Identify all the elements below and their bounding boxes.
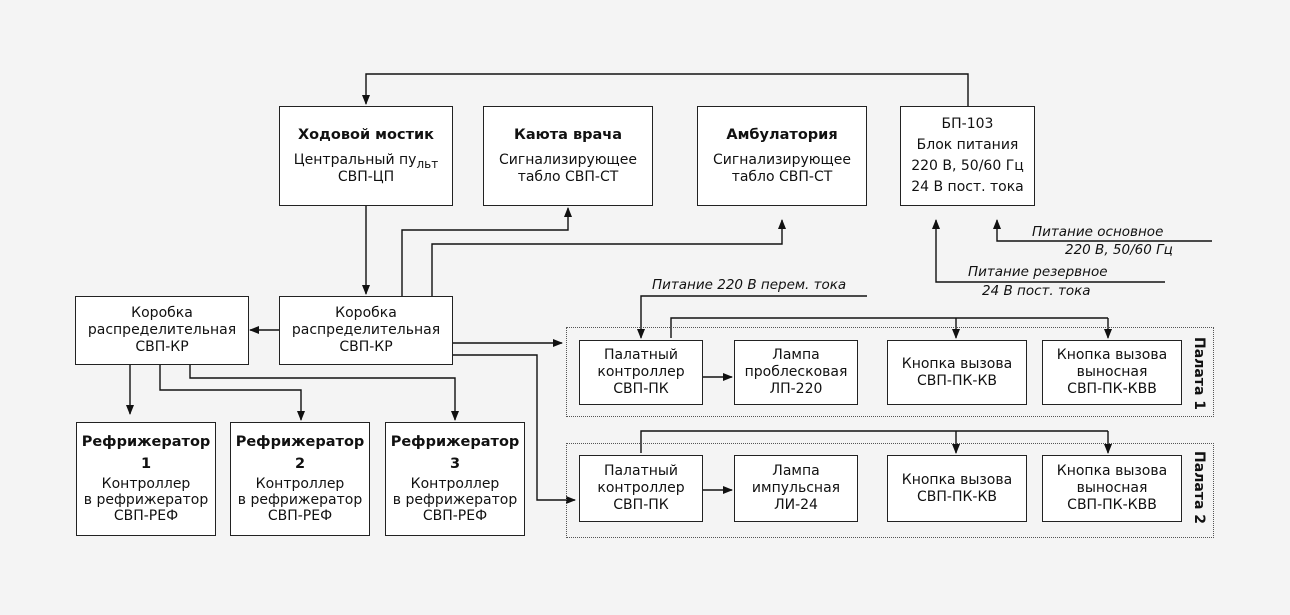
ward-2-lamp: Лампа импульсная ЛИ-24 xyxy=(734,455,858,522)
psu-line1: БП-103 xyxy=(941,116,994,132)
ward-1-lamp-line3: ЛП-220 xyxy=(769,381,823,397)
fridge-2-title: Рефрижератор xyxy=(235,434,365,450)
ward-1-remote-line2: выносная xyxy=(1076,364,1148,380)
ward-2-remote-line3: СВП-ПК-КВВ xyxy=(1067,497,1157,513)
ward-2-call-button: Кнопка вызова СВП-ПК-КВ xyxy=(887,455,1027,522)
ward-1-label: Палата 1 xyxy=(1191,337,1207,411)
fridge-2-line1: Контроллер xyxy=(255,476,345,492)
power-main-label-2: 220 В, 50/60 Гц xyxy=(1065,242,1173,258)
ambulatory-box: Амбулатория Сигнализирующее табло СВП-СТ xyxy=(697,106,867,206)
fridge-3-number: 3 xyxy=(449,456,461,472)
ward-2-lamp-line3: ЛИ-24 xyxy=(774,497,818,513)
ward-1-call-button-line1: Кнопка вызова xyxy=(901,355,1013,372)
bridge-line1: Центральный пульт xyxy=(293,151,439,171)
ward-2-controller-line1: Палатный xyxy=(603,463,679,479)
doctor-title: Каюта врача xyxy=(513,126,623,143)
power-ac-label: Питание 220 В перем. тока xyxy=(652,277,847,293)
ambulatory-title: Амбулатория xyxy=(726,126,838,143)
ward-2-call-button-line2: СВП-ПК-КВ xyxy=(916,488,998,505)
fridge-1-line1: Контроллер xyxy=(101,476,191,492)
ward-1-lamp: Лампа проблесковая ЛП-220 xyxy=(734,340,858,405)
ambulatory-line1: Сигнализирующее xyxy=(713,151,851,168)
ward-1-controller-line1: Палатный xyxy=(603,347,679,363)
power-reserve-label-1: Питание резервное xyxy=(968,264,1108,280)
fridge-1-line3: СВП-РЕФ xyxy=(113,508,179,524)
ward-2-controller-line2: контроллер xyxy=(597,480,685,496)
fridge-1-line2: в рефрижератор xyxy=(83,492,209,508)
ward-1-controller-line2: контроллер xyxy=(597,364,685,380)
ward-1-controller: Палатный контроллер СВП-ПК xyxy=(579,340,703,405)
fridge-3-line2: в рефрижератор xyxy=(392,492,518,508)
fridge-3-box: Рефрижератор 3 Контроллер в рефрижератор… xyxy=(385,422,525,536)
ward-1-zone xyxy=(566,327,1214,417)
bridge-line1-sub: льт xyxy=(416,156,439,171)
doctor-line1: Сигнализирующее xyxy=(499,151,637,168)
psu-box: БП-103 Блок питания 220 В, 50/60 Гц 24 В… xyxy=(900,106,1035,206)
junction-left-line1: Коробка xyxy=(131,305,193,321)
ambulatory-line2: табло СВП-СТ xyxy=(731,168,833,185)
ward-1-remote-line1: Кнопка вызова xyxy=(1056,347,1168,363)
psu-line4: 24 В пост. тока xyxy=(911,179,1024,195)
bridge-box: Ходовой мостик Центральный пульт СВП-ЦП xyxy=(279,106,453,206)
ward-2-remote-button: Кнопка вызова выносная СВП-ПК-КВВ xyxy=(1042,455,1182,522)
ward-2-controller-line3: СВП-ПК xyxy=(613,497,669,513)
junction-left-line3: СВП-КР xyxy=(135,339,189,355)
junction-left-line2: распределительная xyxy=(87,322,237,338)
junction-box-center: Коробка распределительная СВП-КР xyxy=(279,296,453,365)
psu-line3: 220 В, 50/60 Гц xyxy=(911,158,1024,174)
ward-2-zone xyxy=(566,443,1214,538)
ward-1-remote-line3: СВП-ПК-КВВ xyxy=(1067,381,1157,397)
fridge-2-box: Рефрижератор 2 Контроллер в рефрижератор… xyxy=(230,422,370,536)
ward-1-remote-button: Кнопка вызова выносная СВП-ПК-КВВ xyxy=(1042,340,1182,405)
bridge-line2: СВП-ЦП xyxy=(337,168,395,185)
doctor-line2: табло СВП-СТ xyxy=(517,168,619,185)
psu-line2: Блок питания xyxy=(916,137,1019,153)
ward-2-lamp-line1: Лампа xyxy=(772,463,820,479)
fridge-1-number: 1 xyxy=(140,456,152,472)
power-reserve-label-2: 24 В пост. тока xyxy=(982,283,1091,299)
ward-1-lamp-line2: проблесковая xyxy=(744,364,848,380)
fridge-2-number: 2 xyxy=(294,456,306,472)
fridge-3-title: Рефрижератор xyxy=(390,434,520,450)
junction-center-line1: Коробка xyxy=(335,305,397,321)
ward-2-remote-line1: Кнопка вызова xyxy=(1056,463,1168,479)
fridge-3-line3: СВП-РЕФ xyxy=(422,508,488,524)
fridge-2-line3: СВП-РЕФ xyxy=(267,508,333,524)
ward-2-call-button-line1: Кнопка вызова xyxy=(901,471,1013,488)
junction-box-left: Коробка распределительная СВП-КР xyxy=(75,296,249,365)
ward-1-lamp-line1: Лампа xyxy=(772,347,820,363)
power-main-label-1: Питание основное xyxy=(1032,224,1164,240)
junction-center-line2: распределительная xyxy=(291,322,441,338)
ward-2-controller: Палатный контроллер СВП-ПК xyxy=(579,455,703,522)
ward-2-remote-line2: выносная xyxy=(1076,480,1148,496)
junction-center-line3: СВП-КР xyxy=(339,339,393,355)
bridge-title: Ходовой мостик xyxy=(298,126,434,143)
fridge-1-box: Рефрижератор 1 Контроллер в рефрижератор… xyxy=(76,422,216,536)
ward-1-call-button-line2: СВП-ПК-КВ xyxy=(916,372,998,389)
ward-1-call-button: Кнопка вызова СВП-ПК-КВ xyxy=(887,340,1027,405)
ward-2-label: Палата 2 xyxy=(1191,451,1207,525)
fridge-2-line2: в рефрижератор xyxy=(237,492,363,508)
ward-1-controller-line3: СВП-ПК xyxy=(613,381,669,397)
ward-2-lamp-line2: импульсная xyxy=(751,480,841,496)
doctor-box: Каюта врача Сигнализирующее табло СВП-СТ xyxy=(483,106,653,206)
fridge-1-title: Рефрижератор xyxy=(81,434,211,450)
fridge-3-line1: Контроллер xyxy=(410,476,500,492)
